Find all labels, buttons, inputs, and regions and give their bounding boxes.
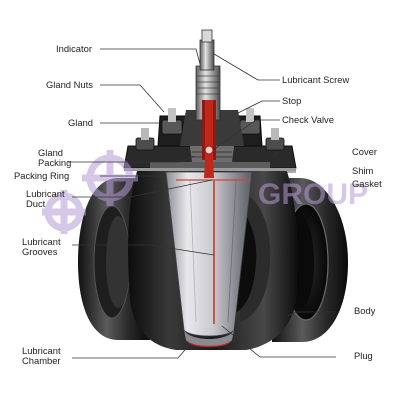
label-shim: Shim: [352, 165, 374, 176]
label-lubricant-grooves: Lubricant Grooves: [22, 237, 61, 257]
label-lubricant-screw: Lubricant Screw: [282, 74, 350, 85]
label-check-valve: Check Valve: [282, 114, 334, 125]
label-gland-packing-line1: Gland: [38, 147, 64, 158]
label-gland-packing-line2: Packing: [38, 157, 72, 168]
label-lubricant-grooves-line2: Grooves: [22, 246, 58, 257]
label-body: Body: [354, 305, 376, 316]
label-lubricant-duct: Lubricant Duct: [26, 189, 65, 209]
label-lubricant-chamber-line1: Lubricant: [22, 345, 61, 356]
label-lubricant-duct-line1: Lubricant: [26, 188, 65, 199]
label-indicator: Indicator: [56, 43, 92, 54]
indicator-post: [199, 39, 215, 71]
label-gland-nuts: Gland Nuts: [46, 79, 93, 90]
label-gland: Gland: [68, 117, 94, 128]
label-packing-ring: Packing Ring: [14, 170, 70, 181]
label-lubricant-chamber: Lubricant Chamber: [22, 346, 61, 366]
label-lubricant-chamber-line2: Chamber: [22, 355, 61, 366]
stem-assembly: [195, 29, 221, 178]
label-gland-packing: Gland Packing: [38, 148, 71, 168]
check-valve: [204, 145, 214, 155]
label-plug: Plug: [354, 350, 373, 361]
label-gasket: Gasket: [352, 178, 382, 189]
label-lubricant-duct-line2: Duct: [26, 198, 46, 209]
label-cover: Cover: [352, 146, 378, 157]
label-stop: Stop: [282, 95, 302, 106]
watermark: GROUP: [42, 150, 368, 234]
leader-lines: [68, 48, 336, 359]
watermark-text: GROUP: [258, 178, 368, 211]
label-lubricant-grooves-line1: Lubricant: [22, 236, 61, 247]
